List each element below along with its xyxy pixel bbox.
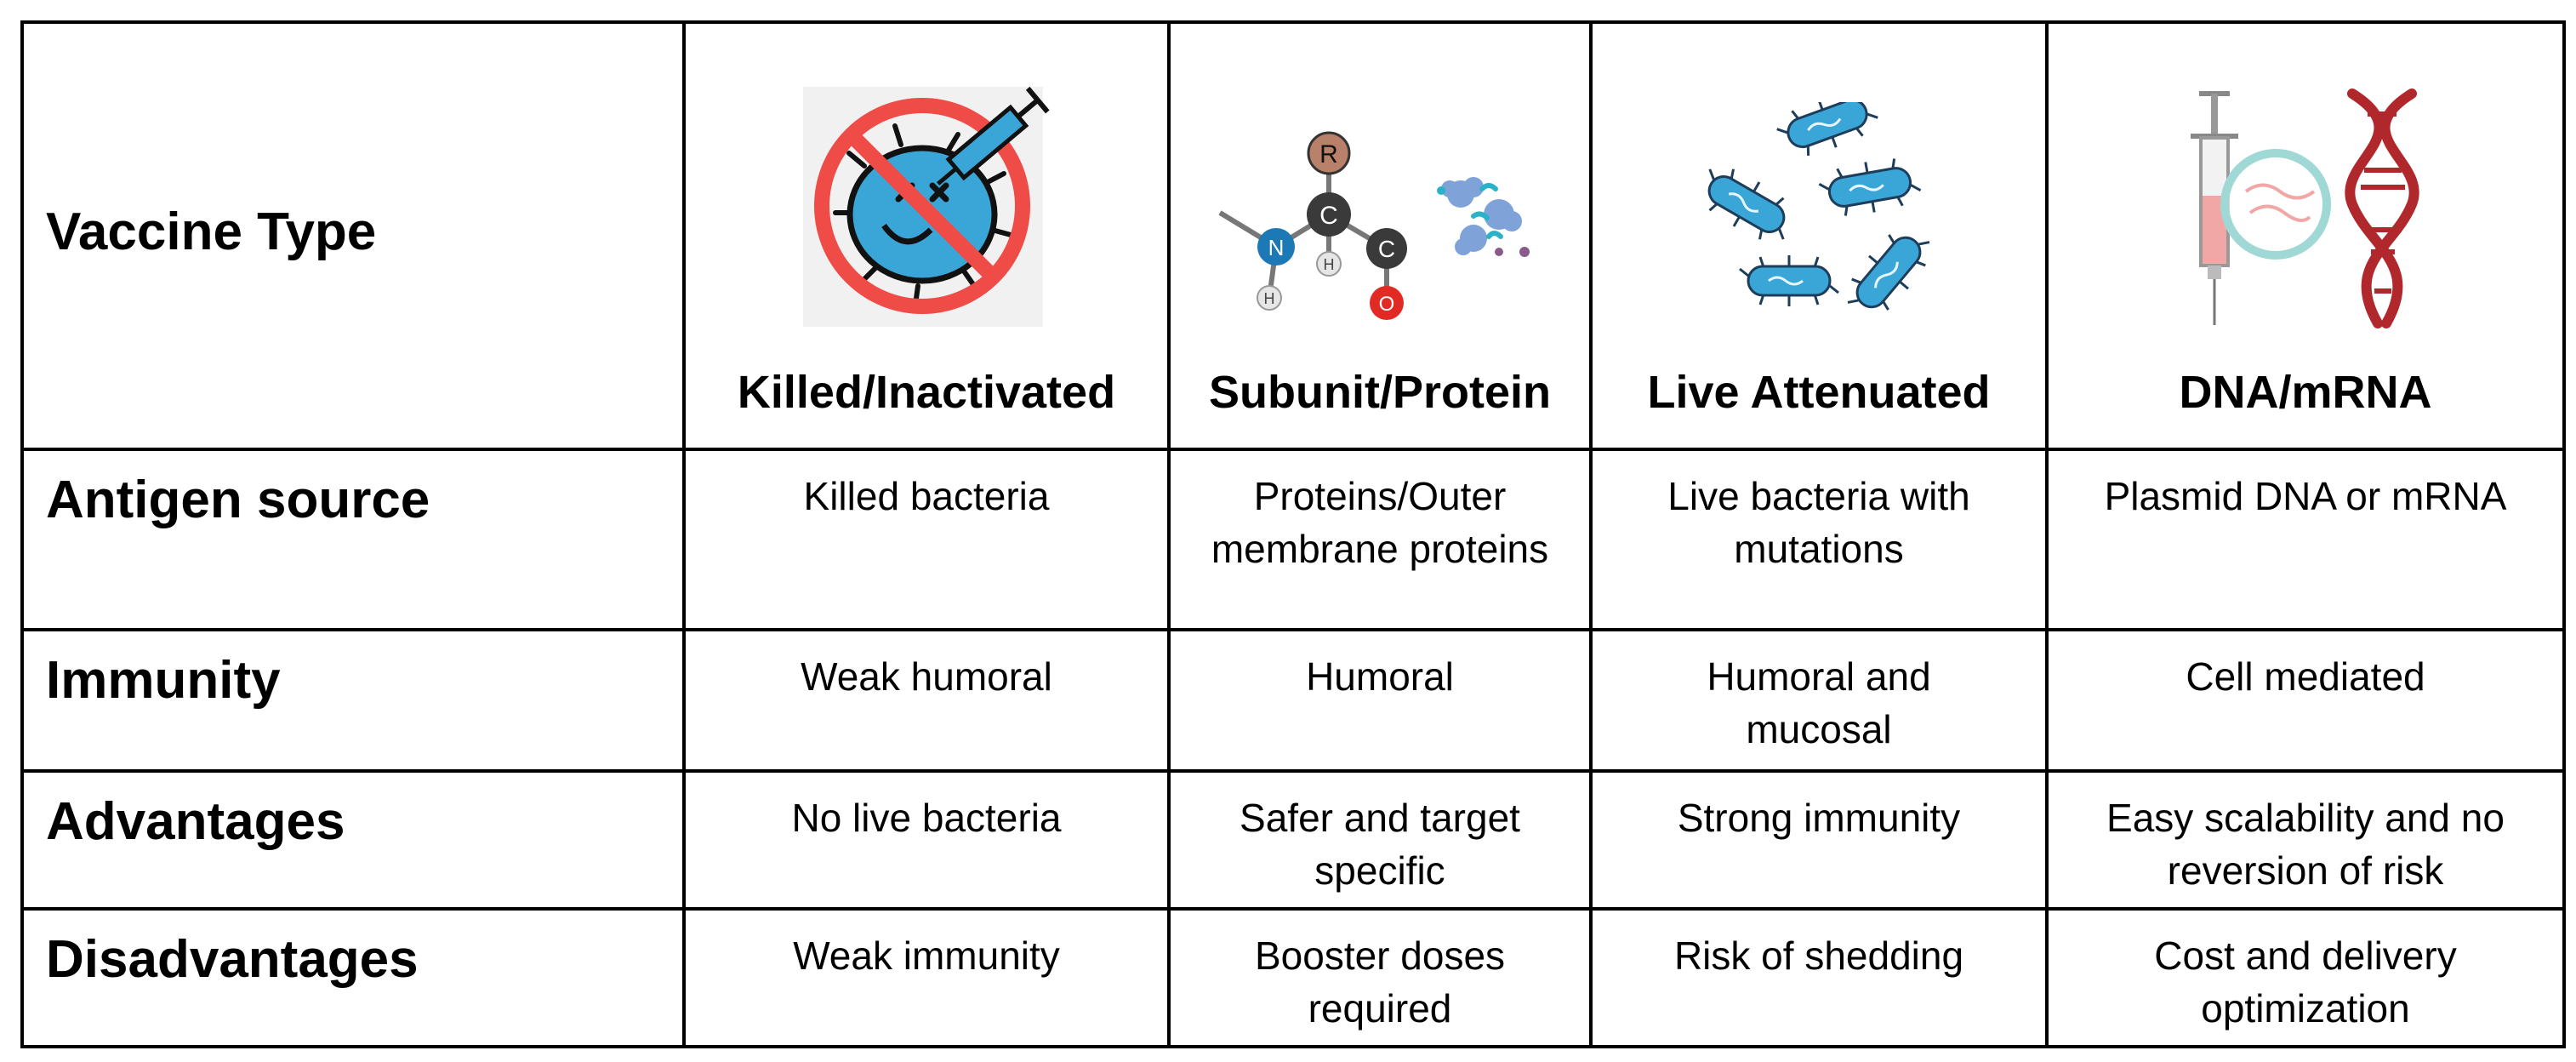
table-cell: Strong immunity xyxy=(1589,769,2049,911)
row-label: Disadvantages xyxy=(46,930,419,989)
table-cell: Humoral and mucosal xyxy=(1589,628,2049,773)
row-label: Antigen source xyxy=(46,471,430,529)
molecule-label-c1: C xyxy=(1319,202,1338,230)
table-cell: Weak immunity xyxy=(682,907,1171,1048)
column-header-killed-inactivated: Killed/Inactivated xyxy=(682,20,1171,451)
table-row: Antigen source Killed bacteria Proteins/… xyxy=(20,448,2566,631)
cell-text: Cost and delivery optimization xyxy=(2154,934,2457,1031)
cell-text: No live bacteria xyxy=(791,796,1062,840)
cell-text: Safer and target specific xyxy=(1240,796,1520,893)
molecule-label-c2: C xyxy=(1378,236,1395,262)
cell-text: Risk of shedding xyxy=(1673,934,1964,978)
table-cell: Booster doses required xyxy=(1167,907,1593,1048)
row-header-advantages: Advantages xyxy=(20,769,686,911)
table-cell: Weak humoral xyxy=(682,628,1171,773)
cell-text: Strong immunity xyxy=(1677,796,1961,840)
amino-acid-molecule-icon: R C N C O H H xyxy=(1218,131,1530,320)
row-label: Advantages xyxy=(46,792,345,851)
column-header-live-attenuated: Live Attenuated xyxy=(1589,20,2049,451)
cell-text: Weak humoral xyxy=(801,654,1052,699)
row-header-antigen-source: Antigen source xyxy=(20,448,686,631)
cell-text: Live bacteria with mutations xyxy=(1667,474,1970,571)
table-cell: Safer and target specific xyxy=(1167,769,1593,911)
row-header-disadvantages: Disadvantages xyxy=(20,907,686,1048)
column-label-live-attenuated: Live Attenuated xyxy=(1647,367,1991,418)
inactivated-bacterium-syringe-icon xyxy=(803,86,1050,327)
table-cell: No live bacteria xyxy=(682,769,1171,911)
column-label-killed-inactivated: Killed/Inactivated xyxy=(737,367,1116,418)
table-row: Disadvantages Weak immunity Booster dose… xyxy=(20,907,2566,1048)
cell-text: Easy scalability and no reversion of ris… xyxy=(2106,796,2505,893)
molecule-label-n: N xyxy=(1268,235,1285,260)
column-label-subunit-protein: Subunit/Protein xyxy=(1209,367,1551,418)
table-cell: Plasmid DNA or mRNA xyxy=(2045,448,2566,631)
table-cell: Cost and delivery optimization xyxy=(2045,907,2566,1048)
live-bacteria-icon xyxy=(1707,102,1930,311)
header-row: Vaccine Type xyxy=(20,20,2566,451)
row-header-immunity: Immunity xyxy=(20,628,686,773)
vaccine-comparison-table: Vaccine Type xyxy=(20,20,2566,1048)
row-label: Immunity xyxy=(46,651,281,710)
column-header-subunit-protein: R C N C O H H xyxy=(1167,20,1593,451)
molecule-label-h1: H xyxy=(1264,290,1275,307)
table-cell: Proteins/Outer membrane proteins xyxy=(1167,448,1593,631)
table-row: Advantages No live bacteria Safer and ta… xyxy=(20,769,2566,911)
table-row: Immunity Weak humoral Humoral Humoral an… xyxy=(20,628,2566,773)
syringe-dna-helix-icon xyxy=(2191,88,2419,328)
table-cell: Risk of shedding xyxy=(1589,907,2049,1048)
cell-text: Cell mediated xyxy=(2186,654,2425,699)
cell-text: Humoral xyxy=(1306,654,1454,699)
molecule-label-r: R xyxy=(1319,140,1338,168)
molecule-label-o: O xyxy=(1379,293,1395,316)
table-cell: Easy scalability and no reversion of ris… xyxy=(2045,769,2566,911)
cell-text: Weak immunity xyxy=(793,934,1060,978)
table-cell: Humoral xyxy=(1167,628,1593,773)
table-cell: Live bacteria with mutations xyxy=(1589,448,2049,631)
table-cell: Killed bacteria xyxy=(682,448,1171,631)
vaccine-type-label: Vaccine Type xyxy=(46,202,377,261)
molecule-label-h2: H xyxy=(1324,256,1335,273)
cell-text: Booster doses required xyxy=(1254,934,1506,1031)
corner-header: Vaccine Type xyxy=(20,20,686,451)
table-cell: Cell mediated xyxy=(2045,628,2566,773)
cell-text: Humoral and mucosal xyxy=(1707,654,1931,751)
cell-text: Proteins/Outer membrane proteins xyxy=(1211,474,1549,571)
cell-text: Plasmid DNA or mRNA xyxy=(2104,474,2507,518)
column-header-dna-mrna: DNA/mRNA xyxy=(2045,20,2566,451)
column-label-dna-mrna: DNA/mRNA xyxy=(2179,367,2432,418)
cell-text: Killed bacteria xyxy=(803,474,1050,518)
